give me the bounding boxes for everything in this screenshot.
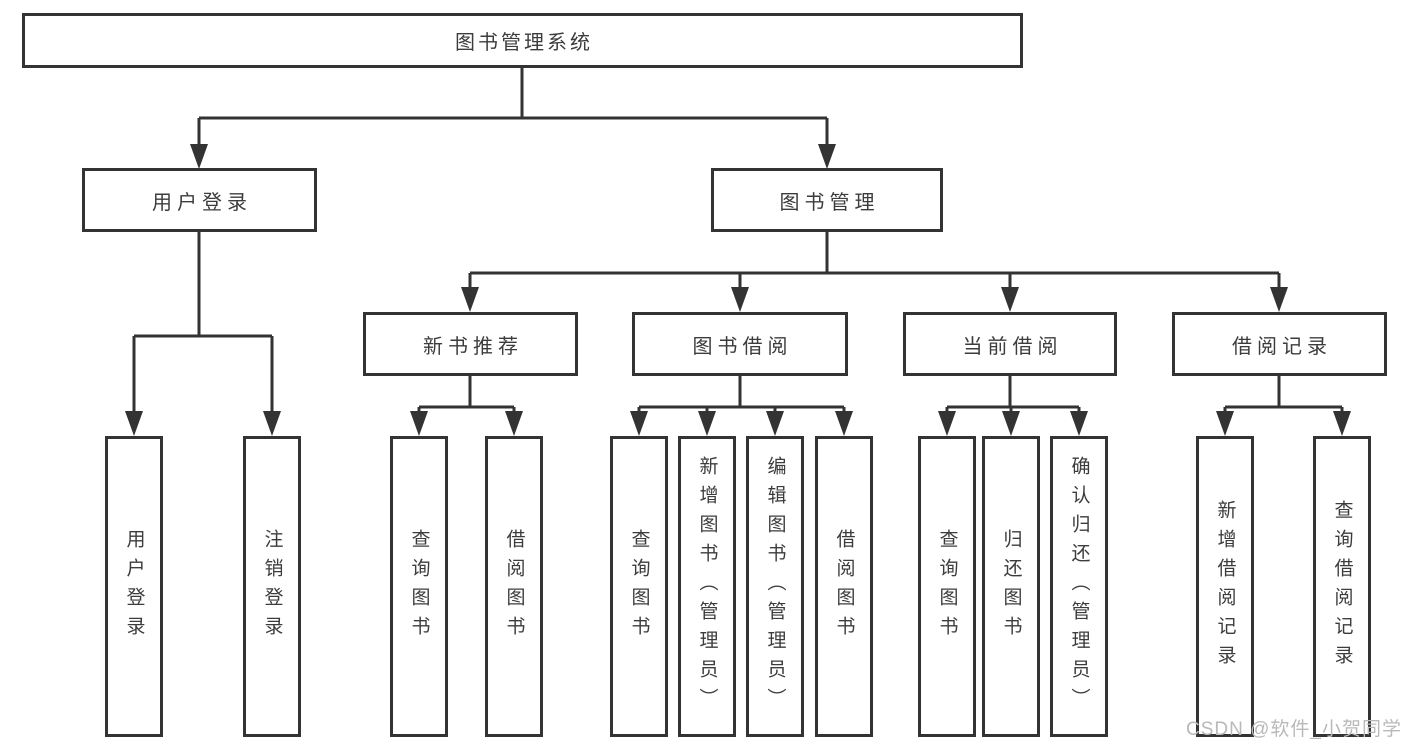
- node-new-book-recommend: 新书推荐: [363, 312, 578, 376]
- connector-newbook-to-leaves: [417, 376, 516, 417]
- connector-currentborrow-to-leaves: [945, 376, 1081, 417]
- node-current-borrow-label: 当前借阅: [962, 335, 1063, 358]
- arrowhead-down-icon: [630, 411, 648, 436]
- arrowhead-down-icon: [410, 411, 428, 436]
- leaf-borrow-borrow-books-label: 借阅图书: [833, 528, 855, 645]
- leaf-record-query-borrow-record-label: 查询借阅记录: [1331, 499, 1353, 674]
- node-user-login: 用户登录: [82, 168, 317, 232]
- leaf-borrow-query-books: 查询图书: [610, 436, 668, 737]
- leaf-borrow-add-books-admin-label: 新增图书（管理员）: [696, 456, 718, 717]
- leaf-logout-label: 注销登录: [261, 528, 283, 645]
- node-book-borrow-label: 图书借阅: [692, 335, 793, 358]
- leaf-user-login-label: 用户登录: [123, 528, 145, 645]
- connector-borrowrecord-to-leaves: [1223, 376, 1344, 417]
- arrowhead-down-icon: [731, 287, 749, 312]
- arrowhead-down-icon: [835, 411, 853, 436]
- arrowhead-down-icon: [818, 144, 836, 169]
- arrowhead-down-icon: [1333, 411, 1351, 436]
- leaf-current-confirm-return-admin: 确认归还（管理员）: [1050, 436, 1108, 737]
- connector-userlogin-to-leaves: [132, 232, 274, 417]
- node-borrow-records-label: 借阅记录: [1232, 335, 1332, 358]
- arrowhead-down-icon: [461, 287, 479, 312]
- node-user-login-label: 用户登录: [152, 191, 252, 214]
- leaf-newbook-borrow-books-label: 借阅图书: [503, 528, 525, 645]
- arrowhead-down-icon: [190, 144, 208, 169]
- node-root-label: 图书管理系统: [455, 32, 593, 54]
- arrowhead-down-icon: [1270, 287, 1288, 312]
- leaf-borrow-query-books-label: 查询图书: [628, 528, 650, 645]
- leaf-newbook-query-books: 查询图书: [390, 436, 448, 737]
- leaf-borrow-edit-books-admin-label: 编辑图书（管理员）: [764, 456, 786, 717]
- node-book-management: 图书管理: [711, 168, 943, 232]
- connector-bookmgmt-to-level3: [468, 232, 1281, 293]
- leaf-user-login: 用户登录: [105, 436, 163, 737]
- leaf-borrow-add-books-admin: 新增图书（管理员）: [678, 436, 736, 737]
- arrowhead-down-icon: [766, 411, 784, 436]
- leaf-newbook-query-books-label: 查询图书: [408, 528, 430, 645]
- arrowhead-down-icon: [938, 411, 956, 436]
- connector-bookborrow-to-leaves: [637, 376, 846, 417]
- arrowhead-down-icon: [505, 411, 523, 436]
- arrowhead-down-icon: [1001, 287, 1019, 312]
- connector-root-to-level2: [197, 68, 829, 150]
- arrowhead-down-icon: [698, 411, 716, 436]
- leaf-record-add-borrow-record-label: 新增借阅记录: [1214, 499, 1236, 674]
- node-book-borrow: 图书借阅: [632, 312, 848, 376]
- arrowhead-down-icon: [1002, 411, 1020, 436]
- node-current-borrow: 当前借阅: [903, 312, 1117, 376]
- arrowhead-down-icon: [1216, 411, 1234, 436]
- leaf-current-return-books-label: 归还图书: [1000, 528, 1022, 645]
- node-book-management-label: 图书管理: [779, 191, 880, 214]
- arrowheads: [125, 144, 1351, 436]
- connector-paths: [132, 68, 1344, 417]
- leaf-current-return-books: 归还图书: [982, 436, 1040, 737]
- leaf-newbook-borrow-books: 借阅图书: [485, 436, 543, 737]
- node-borrow-records: 借阅记录: [1172, 312, 1387, 376]
- arrowhead-down-icon: [263, 411, 281, 436]
- leaf-borrow-edit-books-admin: 编辑图书（管理员）: [746, 436, 804, 737]
- leaf-current-query-books-label: 查询图书: [936, 528, 958, 645]
- arrowhead-down-icon: [1070, 411, 1088, 436]
- node-new-book-recommend-label: 新书推荐: [423, 335, 523, 358]
- leaf-record-add-borrow-record: 新增借阅记录: [1196, 436, 1254, 737]
- leaf-current-confirm-return-admin-label: 确认归还（管理员）: [1068, 456, 1090, 717]
- leaf-current-query-books: 查询图书: [918, 436, 976, 737]
- leaf-record-query-borrow-record: 查询借阅记录: [1313, 436, 1371, 737]
- leaf-logout: 注销登录: [243, 436, 301, 737]
- csdn-watermark: CSDN @软件_小贺同学: [1186, 719, 1402, 740]
- arrowhead-down-icon: [125, 411, 143, 436]
- node-root-system: 图书管理系统: [22, 13, 1023, 68]
- leaf-borrow-borrow-books: 借阅图书: [815, 436, 873, 737]
